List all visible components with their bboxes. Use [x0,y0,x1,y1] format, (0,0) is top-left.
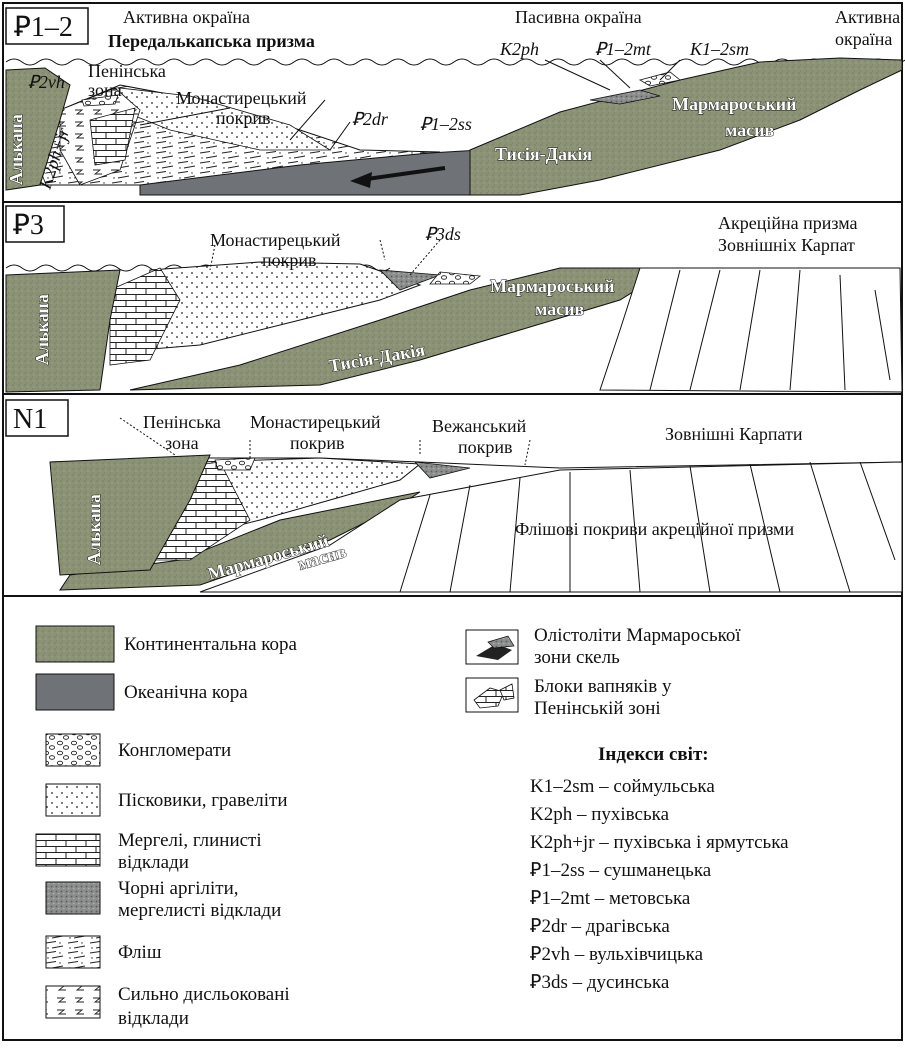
label-k2ph: K2ph [499,39,539,59]
label-active-margin-right-1: Активна [835,7,900,27]
label-alcapa: Алькапа [6,114,26,185]
swatch-black-shales [46,882,100,914]
index-item: Ꝑ2dr – драгівська [530,916,670,937]
index-item: Ꝑ3ds – дусинська [530,972,670,993]
swatch-dislocated [46,986,100,1018]
legend-label: Континентальна кора [124,634,298,655]
label-monast-1: Монастирецький [210,230,341,250]
stage-label: Ꝑ3 [13,210,44,241]
legend-label: відклади [118,1008,189,1029]
legend-label: мергелисті відклади [118,900,281,921]
legend-label: Пенінській зоні [534,698,661,719]
legend-item-black-shales: Чорні аргіліти, мергелисті відклади [46,878,281,921]
outer-accretionary-prism [600,268,902,392]
label-monast-1: Монастирецький [250,412,381,432]
label-penin-2: зона [165,433,199,453]
label-alcapa: Алькапа [84,494,104,565]
label-passive-margin: Пасивна окраїна [515,7,642,27]
index-item: Ꝑ2vh – вульхівчицька [530,944,704,965]
legend-item-continental-crust: Континентальна кора [36,626,298,662]
label-monast-2: покрив [262,250,317,270]
legend-label: Олістоліти Мармароської [534,625,741,646]
index-item: Ꝑ1–2mt – метовська [530,888,691,909]
legend-label: Мергелі, глинисті [118,830,262,851]
label-penin-1: Пенінська [88,61,166,81]
label-flysch-nappes: Флішові покриви акреційної призми [515,519,794,539]
swatch-conglomerates [46,734,100,766]
index-item: Ꝑ1–2ss – сушманецька [530,860,712,881]
legend-item-dislocated: Сильно дисльоковані відклади [46,984,290,1029]
swatch-sandstones [46,784,100,816]
label-dr: Ꝑ2dr [352,109,389,129]
label-outer: Зовнішні Карпати [665,424,803,444]
legend-label: Чорні аргіліти, [118,878,239,899]
tisia-dacia-block [470,58,902,195]
index-item: K2ph+jr – пухівська і ярмутська [530,832,789,853]
label-alcapa: Алькапа [32,294,52,365]
label-vezh-1: Вежанський [432,416,527,436]
label-ss: Ꝑ1–2ss [420,114,472,134]
indices-title: Індекси світ: [598,744,709,765]
swatch-marls [36,834,100,866]
legend-item-conglomerates: Конгломерати [46,734,231,766]
label-vezh-2: покрив [458,437,513,457]
conglomerates [215,458,255,470]
label-prism-title: Передалькапська призма [108,31,315,51]
label-vh: Ꝑ2vh [28,72,65,92]
label-sm: K1–2sm [689,39,749,59]
legend-label: зони скель [534,647,620,668]
legend-label: Океанічна кора [124,682,248,703]
label-marm-2: масив [535,299,584,319]
label-penin-2: зона [88,80,122,100]
stage-label: N1 [13,404,47,435]
index-item: K2ph – пухівська [530,804,670,825]
label-ds: Ꝑ3ds [425,224,461,244]
legend-label: Блоки вапняків у [534,676,672,697]
label-monast-2: покрив [216,108,271,128]
legend-item-oceanic-crust: Океанічна кора [36,674,248,710]
black-shales [415,462,470,478]
label-marm-1: Мармароський [672,94,797,114]
label-marm-2: масив [725,120,774,140]
panel-stage-3: N1 Пенінська зона Монастирецький покрив … [6,400,902,592]
label-accr-2: Зовнішніх Карпат [718,235,855,255]
label-tisia: Тисія-Дакія [495,144,592,164]
index-item: K1–2sm – соймульська [530,776,715,797]
label-active-margin-right-2: окраїна [835,29,892,49]
legend-item-sandstones: Пісковики, гравеліти [46,784,288,816]
limestone-blocks [110,268,180,365]
label-monast-2: покрив [290,433,345,453]
panel-stage-2: Ꝑ3 Монастирецький покрив Ꝑ3ds Акреційна … [6,206,902,392]
alcapa-block [6,270,120,392]
legend-label: відклади [118,852,189,873]
legend-item-flysch: Фліш [46,936,162,968]
stage-label: Ꝑ1–2 [14,12,73,43]
label-marm-1: Мармароський [490,276,615,296]
legend-item-olistoliths: Олістоліти Мармароської зони скель [466,625,741,668]
label-accr-1: Акреційна призма [718,213,858,233]
legend-label: Пісковики, гравеліти [118,790,288,811]
label-active-margin-left: Активна окраїна [123,7,250,27]
panel-stage-1: Ꝑ1–2 Активна окраїна Передалькапська при… [6,7,905,195]
label-penin-1: Пенінська [143,412,221,432]
swatch-continental-crust [36,626,114,662]
legend-label: Конгломерати [118,740,231,761]
label-mt: Ꝑ1–2mt [595,39,652,59]
legend-label: Фліш [118,942,162,963]
swatch-oceanic-crust [36,674,114,710]
legend-item-marls: Мергелі, глинисті відклади [36,830,262,873]
label-monast-1: Монастирецький [176,88,307,108]
swatch-flysch [46,936,100,968]
legend: Континентальна кора Океанічна кора Конгл… [36,625,789,1029]
olistolith [430,272,480,284]
legend-item-limestone-blocks: Блоки вапняків у Пенінській зоні [466,676,672,719]
legend-label: Сильно дисльоковані [118,984,290,1005]
